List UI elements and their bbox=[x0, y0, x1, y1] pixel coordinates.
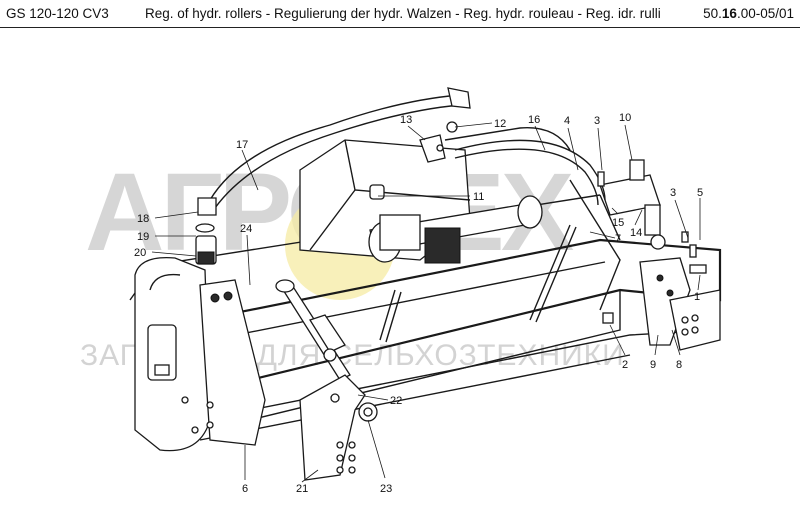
callout-3b: 3 bbox=[670, 187, 676, 199]
callout-13: 13 bbox=[400, 114, 412, 126]
callout-7: 7 bbox=[615, 233, 621, 245]
small-hardware bbox=[369, 171, 707, 324]
callout-4: 4 bbox=[564, 115, 570, 127]
callout-1: 1 bbox=[694, 291, 700, 303]
callout-5: 5 bbox=[697, 187, 703, 199]
callout-16: 16 bbox=[528, 114, 540, 126]
callout-14: 14 bbox=[630, 227, 642, 239]
callout-19: 19 bbox=[137, 231, 149, 243]
model-code: GS 120-120 CV3 bbox=[6, 6, 109, 21]
callout-labels: 1 2 3 3 4 5 6 7 8 9 10 11 12 13 14 15 16… bbox=[134, 112, 703, 495]
hydraulic-hoses bbox=[195, 87, 606, 265]
callout-17: 17 bbox=[236, 139, 248, 151]
callout-21: 21 bbox=[296, 483, 308, 495]
callout-24: 24 bbox=[240, 223, 252, 235]
callout-12: 12 bbox=[494, 118, 506, 130]
machine-frame bbox=[129, 139, 722, 452]
callout-10: 10 bbox=[619, 112, 631, 124]
callout-23: 23 bbox=[380, 483, 392, 495]
leader-lines bbox=[151, 122, 701, 483]
callout-9: 9 bbox=[650, 359, 656, 371]
callout-20: 20 bbox=[134, 247, 146, 259]
callout-15: 15 bbox=[612, 217, 624, 229]
callout-18: 18 bbox=[137, 213, 149, 225]
callout-8: 8 bbox=[676, 359, 682, 371]
adjuster-rod bbox=[275, 279, 351, 381]
callout-22: 22 bbox=[390, 395, 402, 407]
page-number-suffix: .00-05/01 bbox=[736, 6, 794, 21]
page-number-section: 16 bbox=[721, 6, 737, 21]
exploded-parts-diagram: АГРОТЕХ ЗАПЧАСТИ ДЛЯ СЕЛЬХОЗТЕХНИКИ bbox=[80, 87, 722, 495]
callout-3a: 3 bbox=[594, 115, 600, 127]
page-title: Reg. of hydr. rollers - Regulierung der … bbox=[145, 6, 661, 21]
page-header: GS 120-120 CV3 Reg. of hydr. rollers - R… bbox=[0, 0, 800, 28]
page-number: 50.16.00-05/01 bbox=[703, 6, 794, 21]
callout-2: 2 bbox=[622, 359, 628, 371]
page-number-prefix: 50. bbox=[703, 6, 722, 21]
callout-11: 11 bbox=[473, 191, 484, 203]
callout-6: 6 bbox=[242, 483, 248, 495]
